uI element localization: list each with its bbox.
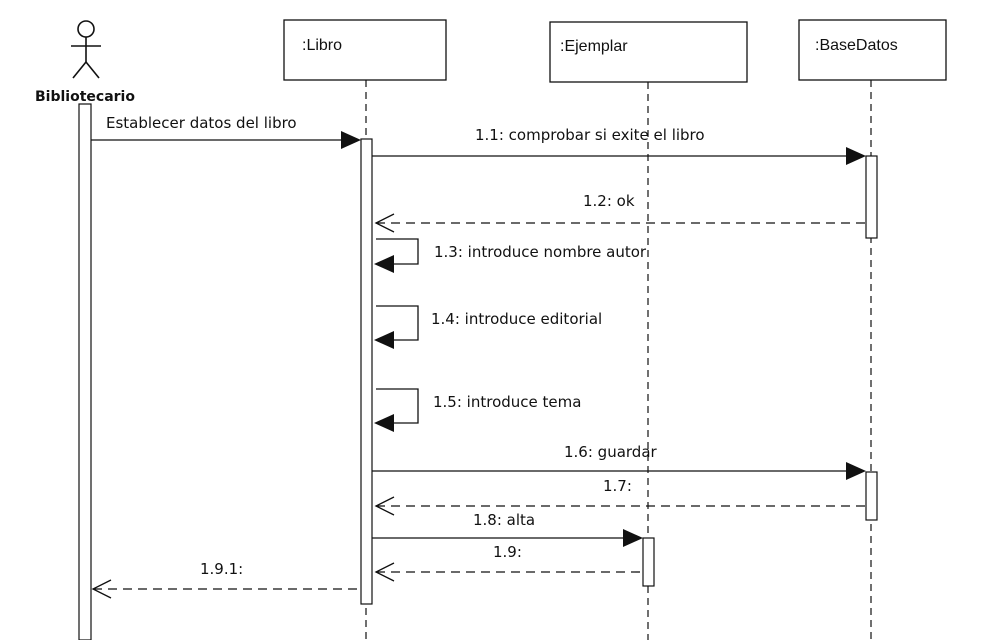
- actor-name: Bibliotecario: [35, 89, 135, 105]
- message-label: 1.4: introduce editorial: [431, 310, 602, 328]
- message-label: 1.9.1:: [200, 560, 243, 578]
- message-label: 1.9:: [493, 543, 522, 561]
- activations: [78, 103, 878, 640]
- message-1-9-1: 1.9.1:: [91, 560, 361, 599]
- message-1-4: 1.4: introduce editorial: [374, 305, 602, 349]
- message-label: 1.5: introduce tema: [433, 393, 581, 411]
- message-label: 1.6: guardar: [564, 443, 658, 461]
- message-1-8: 1.8: alta: [372, 511, 643, 547]
- participant-basedatos: :BaseDatos: [798, 19, 947, 81]
- activation-libro: [360, 138, 373, 605]
- message-1-1: 1.1: comprobar si exite el libro: [372, 126, 866, 165]
- message-label: 1.2: ok: [583, 192, 635, 210]
- message-label: 1.7:: [603, 477, 632, 495]
- participant-ejemplar-label: :Ejemplar: [560, 38, 628, 55]
- lifelines: [365, 80, 872, 640]
- message-label: Establecer datos del libro: [106, 114, 297, 132]
- activation-basedatos-1: [865, 155, 878, 239]
- message-1-2: 1.2: ok: [374, 192, 866, 233]
- message-1-5: 1.5: introduce tema: [374, 388, 581, 432]
- participant-basedatos-label: :BaseDatos: [815, 37, 898, 54]
- participant-ejemplar: :Ejemplar: [549, 21, 748, 83]
- activation-ejemplar: [642, 537, 655, 587]
- message-label: 1.1: comprobar si exite el libro: [475, 126, 705, 144]
- activation-basedatos-2: [865, 471, 878, 521]
- message-1-7: 1.7:: [374, 477, 866, 516]
- participant-libro: :Libro: [283, 19, 447, 81]
- activation-actor: [78, 103, 92, 640]
- message-label: 1.3: introduce nombre autor: [434, 243, 647, 261]
- participant-libro-label: :Libro: [302, 37, 342, 54]
- message-1-6: 1.6: guardar: [372, 443, 866, 480]
- message-label: 1.8: alta: [473, 511, 535, 529]
- actor-figure: [71, 20, 101, 79]
- message-establecer-datos: Establecer datos del libro: [91, 114, 361, 149]
- message-1-9: 1.9:: [374, 543, 643, 582]
- message-1-3: 1.3: introduce nombre autor: [374, 238, 647, 273]
